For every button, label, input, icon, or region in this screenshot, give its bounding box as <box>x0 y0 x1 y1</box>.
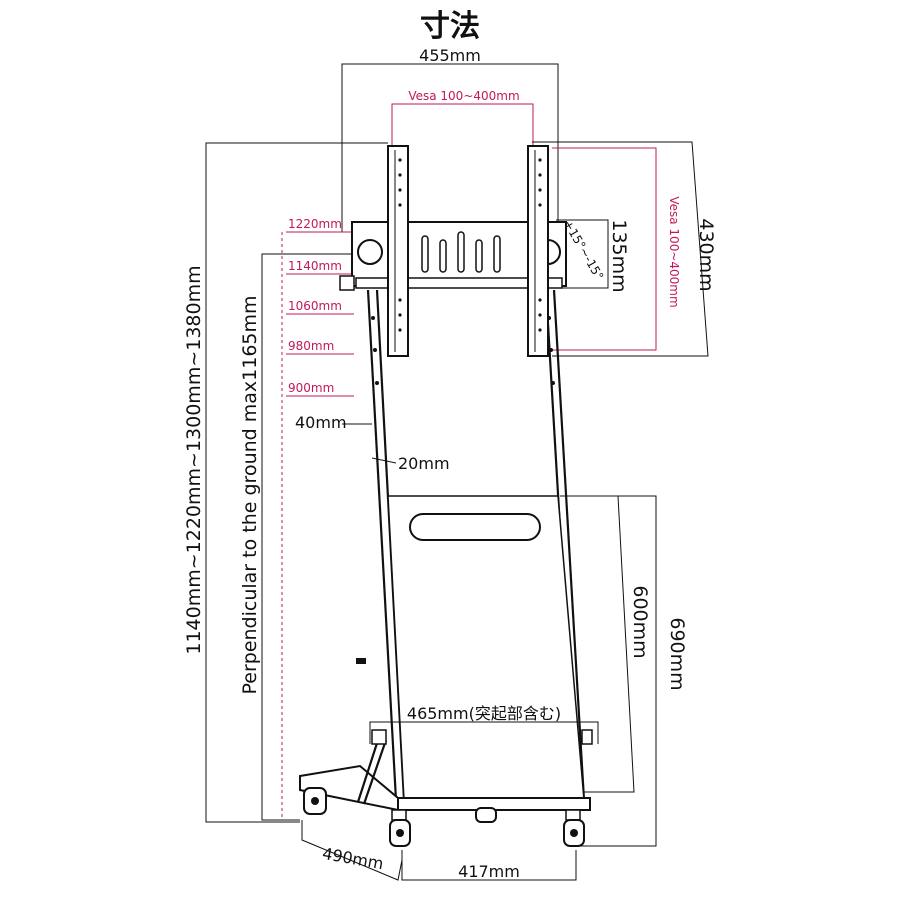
caster-rear-left <box>303 787 327 815</box>
shelf-total-height-dimension: 690mm <box>562 495 688 847</box>
height-level-1220: 1220mm <box>288 217 342 231</box>
height-level-1140: 1140mm <box>288 259 342 273</box>
height-level-1060: 1060mm <box>288 299 342 313</box>
base-depth-label: 490mm <box>321 844 385 873</box>
caster-front-right <box>563 809 585 847</box>
vesa-horizontal-label: Vesa 100~400mm <box>408 89 519 103</box>
base-width-label: 465mm(突起部含む) <box>407 704 561 723</box>
caster-rear-center <box>475 807 497 823</box>
bracket-height-label: 430mm <box>695 218 717 291</box>
pole-depth-label: 20mm <box>398 454 450 473</box>
shelf-height-label: 600mm <box>629 585 651 658</box>
vesa-vertical-label: Vesa 100~400mm <box>667 196 681 307</box>
shelf-total-height-label: 690mm <box>666 617 688 690</box>
bracket-offset-label: 135mm <box>608 219 630 292</box>
vesa-vertical-dimension: Vesa 100~400mm <box>552 147 681 351</box>
pole-width-dimension: 40mm <box>295 413 372 432</box>
top-width-dimension: 455mm <box>341 46 559 232</box>
tv-stand-drawing <box>299 145 593 847</box>
base-depth-dimension: 490mm <box>301 820 403 881</box>
perpendicular-dimension: Perpendicular to the ground max1165mm <box>239 253 360 821</box>
caster-front-left <box>389 809 411 847</box>
total-height-label: 1140mm~1220mm~1300mm~1380mm <box>183 265 205 654</box>
pole-width-label: 40mm <box>295 413 347 432</box>
base-width-dimension: 465mm(突起部含む) <box>369 704 599 744</box>
pole-depth-dimension: 20mm <box>371 454 450 473</box>
height-level-980: 980mm <box>288 339 334 353</box>
total-height-dimension: 1140mm~1220mm~1300mm~1380mm <box>183 142 388 823</box>
height-levels: 1220mm 1140mm 1060mm 980mm 900mm <box>281 217 354 820</box>
perpendicular-label: Perpendicular to the ground max1165mm <box>239 295 261 694</box>
wheel-span-label: 417mm <box>458 862 520 881</box>
title: 寸法 <box>420 9 480 44</box>
top-width-label: 455mm <box>419 46 481 65</box>
tilt-label: +15°~-15° <box>561 217 607 282</box>
height-level-900: 900mm <box>288 381 334 395</box>
bracket-height-dimension: 430mm <box>532 141 717 357</box>
wheel-span-dimension: 417mm <box>401 850 577 881</box>
bracket-offset-dimension: +15°~-15° 135mm <box>556 217 630 293</box>
vesa-horizontal-dimension: Vesa 100~400mm <box>391 89 534 146</box>
